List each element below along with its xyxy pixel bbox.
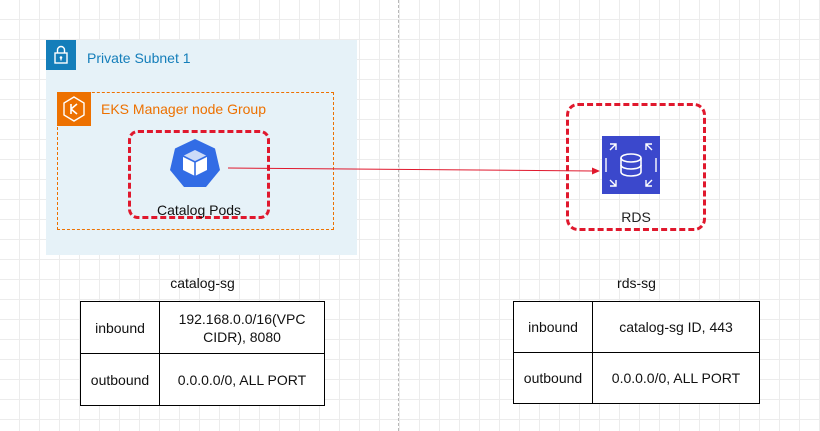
table-row: outbound 0.0.0.0/0, ALL PORT — [513, 352, 760, 404]
rds-sg-table: inbound catalog-sg ID, 443 outbound 0.0.… — [513, 301, 760, 404]
direction-cell: inbound — [513, 301, 593, 353]
table-row: inbound catalog-sg ID, 443 — [513, 301, 760, 353]
catalog-sg-title: catalog-sg — [170, 275, 235, 291]
node-group-title: EKS Manager node Group — [101, 101, 266, 117]
direction-cell: inbound — [80, 301, 160, 354]
rds-sg-title: rds-sg — [617, 275, 656, 291]
rds-highlight — [566, 103, 706, 231]
rule-cell: 0.0.0.0/0, ALL PORT — [159, 353, 325, 406]
direction-cell: outbound — [513, 352, 593, 404]
eks-node-group — [57, 92, 334, 230]
center-divider — [398, 0, 399, 431]
rds-label: RDS — [621, 209, 651, 225]
table-row: inbound 192.168.0.0/16(VPC CIDR), 8080 — [80, 301, 325, 354]
subnet-title: Private Subnet 1 — [87, 50, 191, 66]
direction-cell: outbound — [80, 353, 160, 406]
rule-cell: 192.168.0.0/16(VPC CIDR), 8080 — [159, 301, 325, 354]
table-row: outbound 0.0.0.0/0, ALL PORT — [80, 353, 325, 406]
rds-database-icon[interactable] — [602, 136, 660, 194]
lock-icon — [46, 40, 76, 70]
eks-icon — [57, 92, 91, 126]
rule-cell: catalog-sg ID, 443 — [592, 301, 760, 353]
rule-cell: 0.0.0.0/0, ALL PORT — [592, 352, 760, 404]
catalog-pods-highlight — [128, 130, 270, 219]
kubernetes-pod-icon[interactable] — [167, 137, 223, 191]
catalog-sg-table: inbound 192.168.0.0/16(VPC CIDR), 8080 o… — [80, 301, 325, 406]
catalog-pods-label: Catalog Pods — [156, 202, 242, 218]
